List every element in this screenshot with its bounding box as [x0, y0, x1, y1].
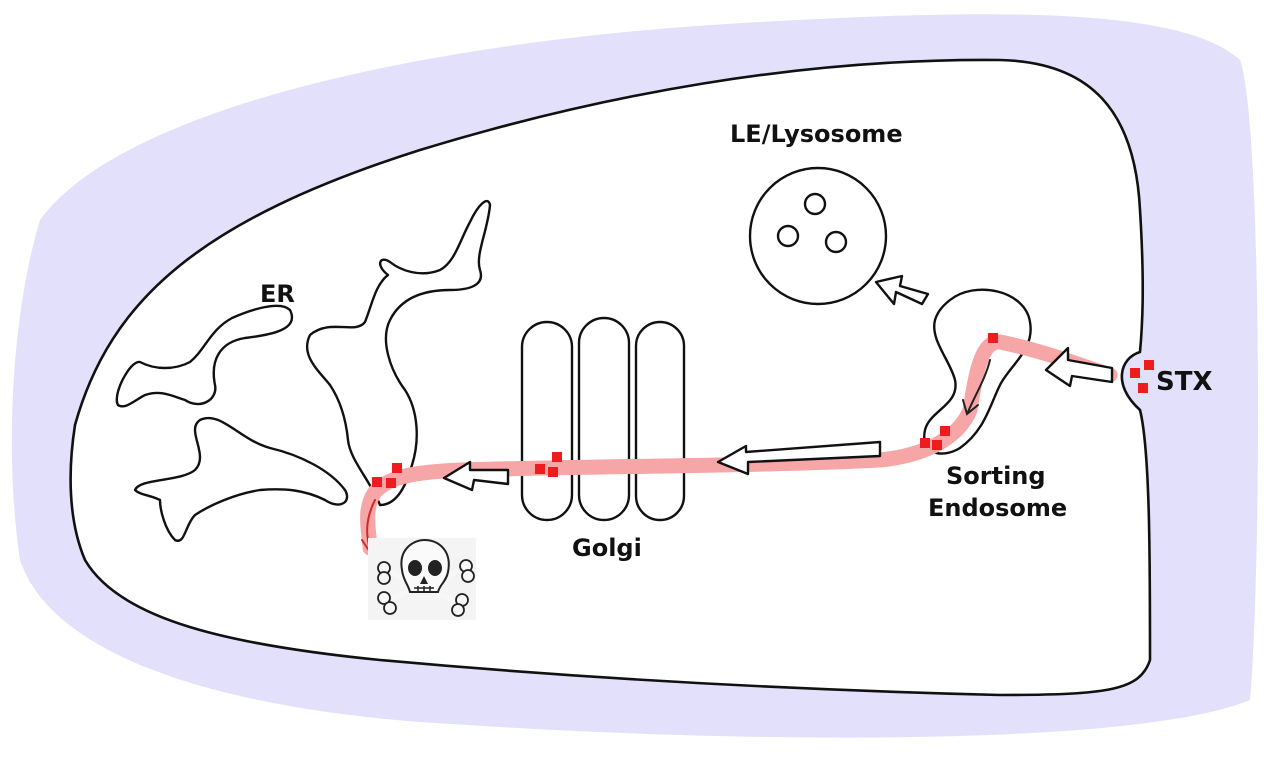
er-label: ER [260, 280, 295, 308]
cargo-endosome-2 [940, 426, 950, 436]
cargo-golgi-1 [552, 452, 562, 462]
stx-label: STX [1156, 367, 1213, 397]
cargo-membrane-2 [1130, 368, 1140, 378]
cargo-er-2 [372, 477, 382, 487]
sorting-endosome-label-line1: Sorting [946, 462, 1046, 490]
cargo-endosome-4 [932, 440, 942, 450]
cargo-endosome-1 [988, 333, 998, 343]
sorting-endosome-label-line2: Endosome [928, 494, 1067, 522]
skull-and-crossbones-icon [368, 538, 476, 620]
cargo-endosome-3 [920, 438, 930, 448]
cargo-golgi-3 [548, 467, 558, 477]
cargo-membrane-3 [1138, 383, 1148, 393]
cargo-membrane-1 [1144, 360, 1154, 370]
golgi-label: Golgi [572, 534, 642, 562]
cargo-er-1 [392, 463, 402, 473]
cargo-golgi-2 [535, 464, 545, 474]
lysosome-label: LE/Lysosome [730, 120, 903, 148]
cargo-er-3 [386, 478, 396, 488]
